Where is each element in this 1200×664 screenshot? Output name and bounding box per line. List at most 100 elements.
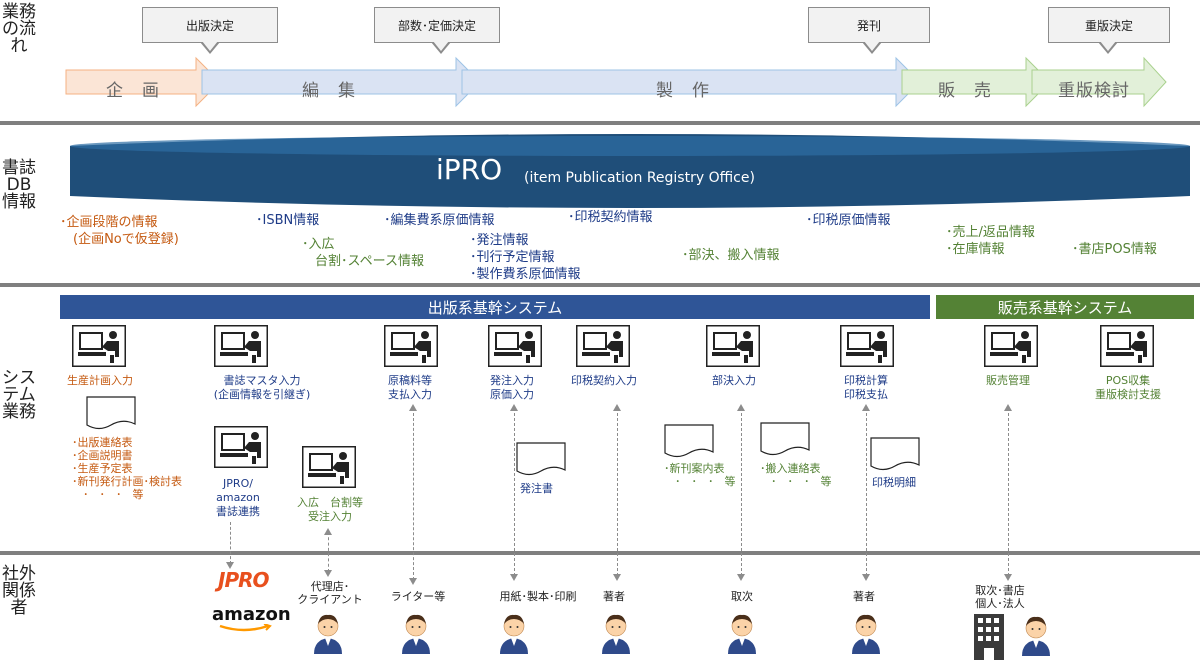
arrow-head xyxy=(510,404,518,411)
ipro-title: iPRO xyxy=(436,153,503,186)
doc-order-sheet: 発注書 xyxy=(520,482,553,495)
document-icon xyxy=(760,422,810,456)
bar-sales-system: 販売系基幹システム xyxy=(936,295,1194,319)
document-icon xyxy=(870,437,920,471)
connector-writer xyxy=(413,408,414,580)
arrow-head xyxy=(862,574,870,581)
person-icon xyxy=(401,614,431,654)
callout-pointer xyxy=(862,41,882,54)
arrow-head xyxy=(613,404,621,411)
document-icon xyxy=(664,424,714,458)
ext-distributor: 取次 xyxy=(731,590,753,603)
doc-plan-list: ･出版連絡表 ･企画説明書 ･生産予定表 ･新刊発行計画･検討表 ･ ･ ･ 等 xyxy=(72,436,182,501)
sys-sales-mgmt: 販売管理 xyxy=(986,374,1030,387)
callout-pointer xyxy=(200,41,220,54)
db-sales: ･売上/返品情報 ･在庫情報 xyxy=(946,225,1035,257)
pc-icon xyxy=(576,325,630,367)
phase-arrow-reprint xyxy=(1031,56,1167,108)
row-label-external: 社外関係者 xyxy=(2,564,36,618)
ext-author2: 著者 xyxy=(853,590,875,603)
pc-icon xyxy=(488,325,542,367)
arrow-head xyxy=(409,578,417,585)
separator-flow xyxy=(0,121,1200,125)
person-icon xyxy=(499,614,529,654)
db-royalty-contract: ･印税契約情報 xyxy=(568,210,653,225)
phase-plan: 企 画 xyxy=(106,81,160,101)
arrow-head xyxy=(1004,404,1012,411)
person-icon xyxy=(313,614,343,654)
db-pos: ･書店POS情報 xyxy=(1072,242,1157,257)
arrow-head xyxy=(862,404,870,411)
jpro-logo: JPRO xyxy=(218,568,270,592)
sys-jpro-amazon: JPRO/ amazon 書誌連携 xyxy=(216,477,260,518)
connector-author1 xyxy=(617,408,618,576)
connector-agency xyxy=(328,532,329,572)
phase-arrows xyxy=(65,56,1167,108)
sys-royalty-contract: 印税契約入力 xyxy=(571,374,637,387)
sys-order-entry: 発注入力 原価入力 xyxy=(490,374,534,401)
person-icon xyxy=(727,614,757,654)
pc-icon xyxy=(1100,325,1154,367)
db-edit-cost: ･編集費系原価情報 xyxy=(384,213,495,228)
callout-publish-decision: 出版決定 xyxy=(142,7,278,43)
callout-reprint-decision: 重版決定 xyxy=(1048,7,1170,43)
sys-production-plan: 生産計画入力 xyxy=(67,374,133,387)
db-distribution: ･部決、搬入情報 xyxy=(682,248,780,263)
arrow-head xyxy=(226,562,234,569)
callout-release: 発刊 xyxy=(808,7,930,43)
ipro-banner xyxy=(70,134,1190,208)
building-icon xyxy=(974,614,1004,660)
arrow-head xyxy=(409,404,417,411)
row-label-system: システム業務 xyxy=(2,368,36,422)
connector-author2 xyxy=(866,408,867,576)
pc-icon xyxy=(214,426,268,468)
arrow-head xyxy=(1004,574,1012,581)
arrow-head xyxy=(510,574,518,581)
person-icon xyxy=(1021,616,1051,656)
phase-make: 製 作 xyxy=(656,81,710,101)
amazon-smile-icon xyxy=(219,624,272,632)
doc-delivery: ･搬入連絡表 ･ ･ ･ 等 xyxy=(760,462,832,488)
row-label-flow: 業務の流れ xyxy=(2,2,36,56)
phase-reprint: 重版検討 xyxy=(1058,81,1130,101)
connector-jpro xyxy=(230,522,231,564)
phase-sell: 販 売 xyxy=(938,81,992,101)
callout-pointer xyxy=(431,41,451,54)
db-order: ･発注情報 ･刊行予定情報 ･製作費系原価情報 xyxy=(470,233,581,282)
ext-printer: 用紙･製本･印刷 xyxy=(499,590,577,603)
pc-icon xyxy=(840,325,894,367)
sys-ad-order: 入広 台割等 受注入力 xyxy=(297,496,363,523)
arrow-head xyxy=(324,528,332,535)
doc-new-release: ･新刊案内表 ･ ･ ･ 等 xyxy=(664,462,736,488)
arrow-head xyxy=(613,574,621,581)
phase-edit: 編 集 xyxy=(302,81,356,101)
connector-printer xyxy=(514,408,515,576)
ipro-subtitle: (item Publication Registry Office) xyxy=(524,170,755,186)
db-isbn: ･ISBN情報 xyxy=(256,213,320,228)
document-icon xyxy=(86,396,136,430)
connector-customers xyxy=(1008,408,1009,576)
db-plan-info: ･企画段階の情報 (企画Noで仮登録) xyxy=(60,215,179,247)
callout-pointer xyxy=(1098,41,1118,54)
separator-db xyxy=(0,283,1200,287)
db-royalty-cost: ･印税原価情報 xyxy=(806,213,891,228)
pc-icon xyxy=(984,325,1038,367)
pc-icon xyxy=(302,446,356,488)
person-icon xyxy=(601,614,631,654)
sys-pos: POS収集 重版検討支援 xyxy=(1095,374,1161,401)
person-icon xyxy=(851,614,881,654)
arrow-head xyxy=(737,404,745,411)
ext-agency: 代理店･ クライアント xyxy=(297,580,363,606)
callout-copies-price: 部数･定価決定 xyxy=(374,7,500,43)
arrow-head xyxy=(324,570,332,577)
sys-distribution: 部決入力 xyxy=(712,374,756,387)
separator-system xyxy=(0,551,1200,555)
amazon-logo: amazon xyxy=(212,604,291,625)
sys-manuscript: 原稿料等 支払入力 xyxy=(388,374,432,401)
pc-icon xyxy=(384,325,438,367)
sys-royalty-calc: 印税計算 印税支払 xyxy=(844,374,888,401)
db-ad: ･入広 台割･スペース情報 xyxy=(302,237,424,269)
ext-writer: ライター等 xyxy=(390,590,446,603)
pc-icon xyxy=(72,325,126,367)
pc-icon xyxy=(706,325,760,367)
